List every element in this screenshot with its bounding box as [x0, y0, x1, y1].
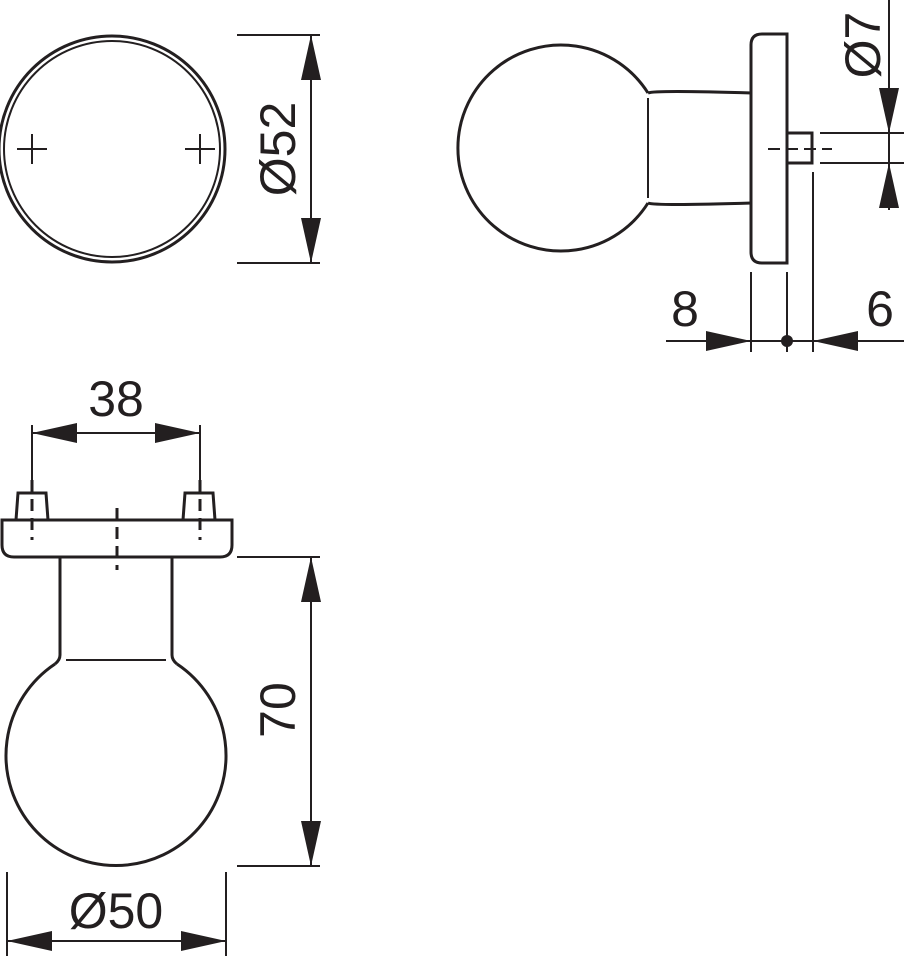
- neck-top: [54, 557, 178, 666]
- screw-hole-marks: [17, 134, 215, 164]
- dimension-lines-70: [237, 556, 320, 867]
- rosette-side: [749, 32, 789, 265]
- rosette-inner-circle: [3, 40, 221, 258]
- dimension-arrows-50: [7, 931, 226, 951]
- dim-label-7: Ø7: [835, 12, 891, 79]
- ball: [456, 43, 650, 253]
- dim-label-8: 8: [671, 281, 699, 337]
- center-lines: [30, 480, 202, 570]
- dimension-arrows-7: [879, 88, 899, 208]
- dim-label-6: 6: [866, 281, 894, 337]
- dim-label-50: Ø50: [69, 883, 164, 939]
- dim-label-70: 70: [250, 682, 306, 738]
- rosette-base: [0, 518, 234, 559]
- neck: [647, 90, 753, 206]
- side-view: 8 6 Ø7: [456, 0, 904, 352]
- top-view: 38 70 Ø50: [0, 371, 321, 956]
- pins: [14, 491, 217, 521]
- dimension-arrows-8-6: [706, 331, 858, 351]
- dim-label-38: 38: [88, 371, 144, 427]
- dimension-dot: [781, 335, 793, 347]
- ball-top: [4, 662, 228, 867]
- rosette-outer-circle: [0, 34, 227, 264]
- dimension-arrows-38: [32, 423, 200, 443]
- front-view: Ø52: [0, 34, 321, 264]
- dim-label-52: Ø52: [250, 102, 306, 197]
- dimension-lines-8-6: [666, 172, 904, 352]
